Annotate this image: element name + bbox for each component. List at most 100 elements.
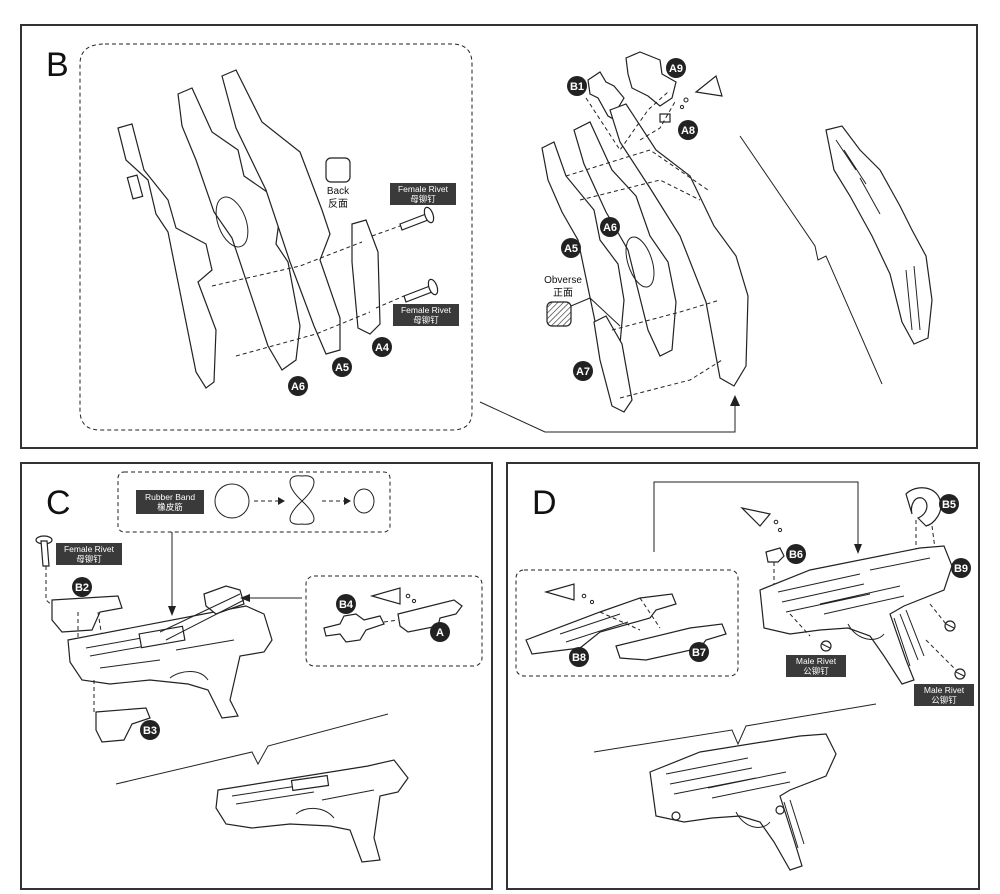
plate-a6	[177, 87, 301, 371]
band-lines-c	[159, 593, 245, 641]
tag-male-rivet-2	[914, 684, 974, 706]
badge-a5-left: A5	[332, 357, 352, 377]
gun-body-c-slots	[85, 633, 235, 669]
mid-guide-3	[579, 179, 701, 201]
b2-guide	[77, 611, 105, 651]
assembled-gun-c-slider	[290, 774, 330, 792]
svg-text:B5: B5	[942, 499, 956, 511]
svg-text:Female Rivet: Female Rivet	[398, 184, 449, 194]
rubber-band-circle	[214, 483, 250, 519]
svg-text:A9: A9	[669, 63, 683, 75]
svg-text:母铆钉: 母铆钉	[410, 194, 436, 204]
connector-arrow-b	[730, 395, 740, 406]
svg-text:母铆钉: 母铆钉	[76, 554, 102, 564]
obverse-label-cn: 正面	[553, 288, 573, 299]
slider-c	[138, 625, 186, 649]
top-block-c	[203, 585, 245, 615]
d-rivet-guide-3	[925, 639, 957, 671]
svg-text:公铆钉: 公铆钉	[803, 666, 829, 676]
part-b7	[615, 623, 727, 661]
svg-text:橡皮筋: 橡皮筋	[157, 502, 183, 512]
plate-a-slot	[126, 174, 144, 200]
glue-bottle-icon-d1	[543, 583, 595, 605]
d-rivet-guide-2	[929, 603, 947, 625]
part-a	[397, 599, 463, 633]
rubber-band-figure8	[289, 475, 315, 525]
inset-box-b	[79, 43, 473, 431]
svg-text:A6: A6	[603, 222, 617, 234]
mid-guide-1	[585, 91, 669, 151]
plate-frame-mid	[609, 103, 749, 387]
align-line-1	[211, 241, 363, 287]
plate-b3	[95, 707, 151, 743]
badge-a6-left: A6	[288, 376, 308, 396]
glue-bottle-icon-b	[679, 74, 723, 110]
align-line-4	[375, 295, 405, 309]
tag-rubber-band	[136, 490, 204, 514]
svg-text:Female Rivet: Female Rivet	[401, 305, 452, 315]
b5-guide	[915, 520, 937, 557]
assembled-gun-c-slots	[231, 783, 375, 819]
obverse-pointer	[570, 297, 621, 327]
back-label-cn: 反面	[328, 198, 348, 210]
plate-b2	[51, 595, 123, 633]
badge-a4: A4	[372, 337, 392, 357]
plate-a5	[221, 69, 341, 355]
assembled-gun-d	[649, 733, 837, 871]
part-b5	[905, 487, 942, 527]
part-b8	[525, 593, 677, 655]
align-line-2	[235, 311, 371, 357]
b7-b8-box	[515, 569, 739, 677]
mid-guide-4	[611, 299, 721, 331]
svg-text:B2: B2	[75, 582, 89, 594]
svg-text:A6: A6	[291, 381, 305, 393]
connector-line-b	[479, 401, 736, 433]
svg-text:A5: A5	[564, 243, 578, 255]
assembled-gun-d-rivet-2	[775, 805, 785, 815]
female-rivet-c	[35, 535, 53, 567]
female-rivet-1	[399, 206, 435, 231]
svg-text:Female Rivet: Female Rivet	[64, 544, 115, 554]
plate-a7	[593, 315, 633, 413]
plate-a6-hole	[215, 196, 249, 248]
female-rivet-2	[403, 278, 439, 303]
b4-box	[305, 575, 483, 667]
gun-body-d-trigger	[847, 623, 885, 640]
assembled-gun-d-rivet-1	[671, 811, 681, 821]
gun-body-d-slots	[777, 557, 931, 615]
gun-body-d	[759, 545, 953, 685]
assembled-gun-c	[215, 759, 409, 863]
svg-text:B9: B9	[954, 563, 968, 575]
align-line-3	[371, 225, 401, 237]
back-label: Back	[327, 186, 350, 197]
plate-a4	[351, 219, 381, 335]
badge-a5-mid: A5	[561, 238, 581, 258]
svg-text:母铆钉: 母铆钉	[413, 315, 439, 325]
rubber-band-box	[117, 471, 391, 533]
badge-b3: B3	[140, 720, 160, 740]
svg-text:A4: A4	[375, 342, 390, 354]
assembled-gun-d-trigger	[735, 811, 771, 828]
mid-guide-2	[565, 149, 709, 191]
svg-text:A: A	[436, 627, 444, 639]
badge-b1: B1	[567, 76, 587, 96]
plate-a-left	[117, 123, 217, 389]
svg-text:公铆钉: 公铆钉	[931, 695, 957, 705]
badge-b4: B4	[336, 594, 356, 614]
mid-guide-5	[619, 359, 723, 399]
plate-a5-mid	[541, 141, 625, 353]
svg-text:B3: B3	[143, 725, 157, 737]
divider-d	[593, 703, 877, 753]
svg-text:B4: B4	[339, 599, 354, 611]
svg-text:A7: A7	[576, 366, 590, 378]
b7-b8-guide	[599, 597, 661, 631]
part-b4	[323, 613, 385, 643]
svg-text:A5: A5	[335, 362, 349, 374]
mid-guide-6	[639, 99, 677, 141]
obverse-label: Obverse	[544, 275, 582, 286]
plate-a9	[625, 51, 677, 107]
badge-a8: A8	[678, 120, 698, 140]
